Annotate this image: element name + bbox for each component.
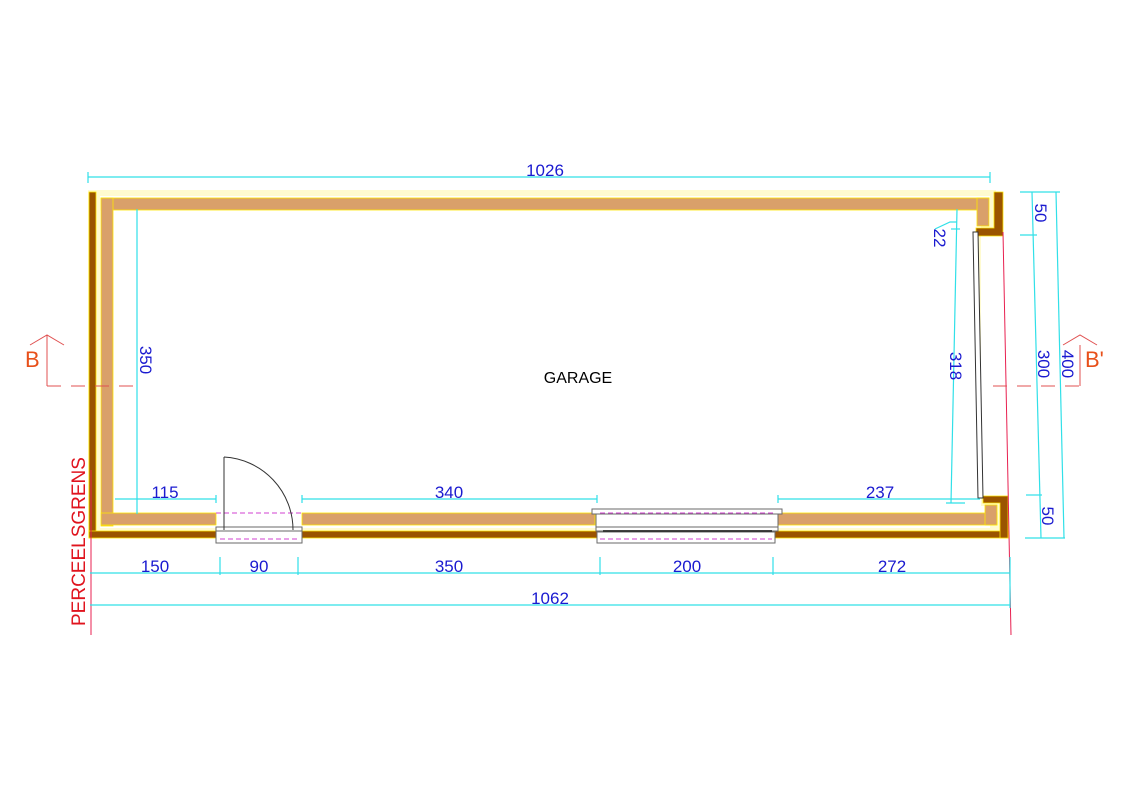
inner-wall-bottom-right <box>984 504 998 526</box>
door-swing-arc <box>223 456 294 531</box>
walls <box>88 190 1009 539</box>
side-window <box>972 231 984 499</box>
section-marker-right: B' <box>993 334 1104 387</box>
dimensions: 1026 350 22 318 50 300 50 400 115 340 <box>87 161 1077 608</box>
outer-wall-bottom-1 <box>88 530 219 539</box>
dim-line-right-height <box>950 208 958 504</box>
dim-left-height: 350 <box>136 346 155 374</box>
dim-line-right-overall <box>1055 191 1065 539</box>
outer-wall-bottom-2 <box>298 530 598 539</box>
dim-right-height: 318 <box>946 352 965 380</box>
dim-right-overall: 400 <box>1058 350 1077 378</box>
window-bottom-frame <box>596 531 776 544</box>
dim-bottom-chain-2: 90 <box>250 557 269 576</box>
dim-bottom-chain-3: 350 <box>435 557 463 576</box>
dim-bottom-inner-1: 115 <box>151 483 178 502</box>
dim-bottom-inner-3: 237 <box>866 483 894 502</box>
dim-right-chain-1: 50 <box>1031 204 1050 223</box>
dim-bottom-chain-1: 150 <box>141 557 169 576</box>
dim-leader-22 <box>934 221 957 230</box>
bottom-window <box>591 508 783 544</box>
section-label-left: B <box>25 347 40 372</box>
inner-wall-bottom-1 <box>100 512 217 526</box>
dim-bottom-inner-2: 340 <box>435 483 463 502</box>
inner-wall-top-right <box>976 197 990 227</box>
dim-bottom-chain-5: 272 <box>878 557 906 576</box>
outer-wall-left <box>88 191 97 539</box>
dim-line-right-chain <box>1031 191 1042 539</box>
room-label-garage: GARAGE <box>544 370 612 387</box>
outer-wall-bottom-3 <box>774 530 1009 539</box>
dim-top-overall: 1026 <box>526 161 564 180</box>
dim-right-chain-3: 50 <box>1038 507 1057 526</box>
dim-bottom-chain-4: 200 <box>673 557 701 576</box>
inner-wall-bottom-3 <box>777 512 998 526</box>
door <box>215 456 303 544</box>
section-arrow-right <box>1062 334 1098 346</box>
side-window-frame <box>972 231 984 499</box>
door-threshold <box>215 530 303 544</box>
inner-wall-top <box>100 197 990 211</box>
door-frame <box>215 526 303 532</box>
property-boundary-label: PERCEELSGRENS <box>69 457 90 626</box>
dim-right-offset: 22 <box>930 229 949 248</box>
section-marker-left: B <box>25 334 140 387</box>
inner-wall-left <box>100 197 114 527</box>
dim-bottom-overall: 1062 <box>531 589 569 608</box>
inner-wall-bottom-2 <box>301 512 596 526</box>
property-boundary: PERCEELSGRENS <box>69 231 1012 636</box>
dim-right-chain-2: 300 <box>1034 350 1053 378</box>
section-label-right: B' <box>1085 347 1104 372</box>
